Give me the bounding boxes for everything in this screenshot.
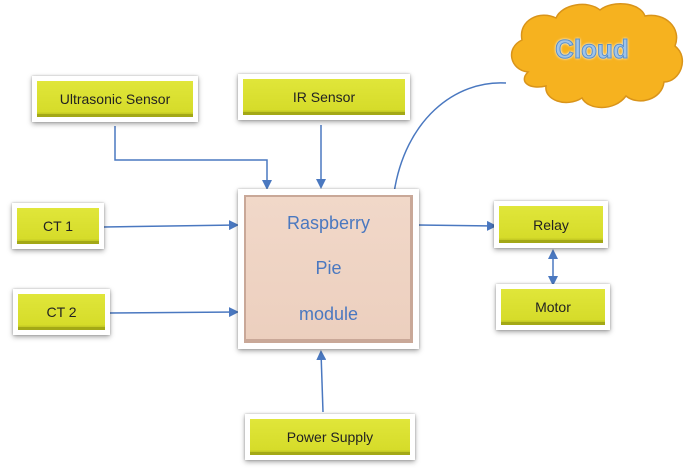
- ir-sensor-node: IR Sensor: [238, 74, 410, 120]
- core-label-line3: module: [298, 303, 359, 324]
- ct2-node: CT 2: [13, 289, 110, 335]
- edge-power-to-core: [316, 350, 327, 413]
- relay-node: Relay: [494, 201, 608, 248]
- motor-node: Motor: [496, 284, 610, 330]
- ir-sensor-label: IR Sensor: [292, 89, 356, 105]
- edge-ct1-to-core: [103, 220, 239, 231]
- cloud-label: Cloud: [555, 34, 630, 65]
- ultrasonic-sensor-node: Ultrasonic Sensor: [32, 76, 198, 122]
- edge-ct2-to-core: [109, 307, 239, 318]
- edge-ultrasonic-to-core: [114, 126, 272, 190]
- raspberry-pi-module-node: Raspberry Pie module: [238, 189, 419, 349]
- ct1-label: CT 1: [42, 218, 74, 234]
- core-label-line1: Raspberry: [286, 213, 371, 234]
- power-supply-label: Power Supply: [286, 429, 374, 445]
- ct1-node: CT 1: [12, 203, 104, 249]
- ct2-label: CT 2: [46, 304, 77, 320]
- relay-label: Relay: [533, 216, 569, 233]
- cloud-shape: [510, 3, 684, 109]
- edge-core-to-cloud: [393, 82, 507, 194]
- edge-core-to-relay: [417, 220, 497, 231]
- core-label-line2: Pie: [315, 258, 342, 279]
- motor-label: Motor: [535, 299, 571, 315]
- ultrasonic-sensor-label: Ultrasonic Sensor: [59, 91, 171, 107]
- power-supply-node: Power Supply: [245, 414, 415, 460]
